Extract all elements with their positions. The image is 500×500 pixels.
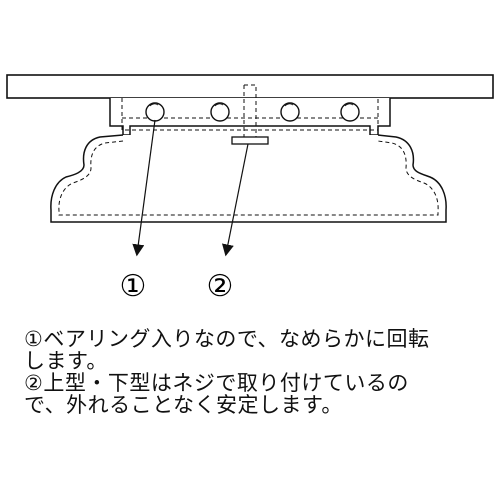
- caption-line: で、外れることなく安定します。: [24, 393, 343, 417]
- callout-1-label: ①: [120, 269, 147, 304]
- lower-base-hidden-outline: [58, 140, 439, 216]
- caption-line: ①ベアリング入りなので、なめらかに回転: [24, 327, 430, 351]
- center-screw: [231, 84, 269, 145]
- caption: ①ベアリング入りなので、なめらかに回転 します。 ②上型・下型はネジで取り付けて…: [24, 328, 494, 416]
- bearing-balls: [145, 102, 360, 122]
- upper-bracket: [109, 98, 391, 136]
- bearing-leader-arrow: [132, 119, 156, 257]
- bearing-highlights: [149, 103, 354, 107]
- lower-base: [50, 134, 447, 223]
- top-plate: [6, 74, 494, 99]
- bearing-track-hidden: [121, 98, 379, 131]
- caption-line: します。: [24, 349, 108, 373]
- bearing-base-diagram: ① ②: [6, 74, 494, 304]
- screw-leader-arrow: [221, 143, 249, 257]
- callout-2-label: ②: [207, 269, 234, 304]
- caption-line: ②上型・下型はネジで取り付けているの: [24, 371, 409, 395]
